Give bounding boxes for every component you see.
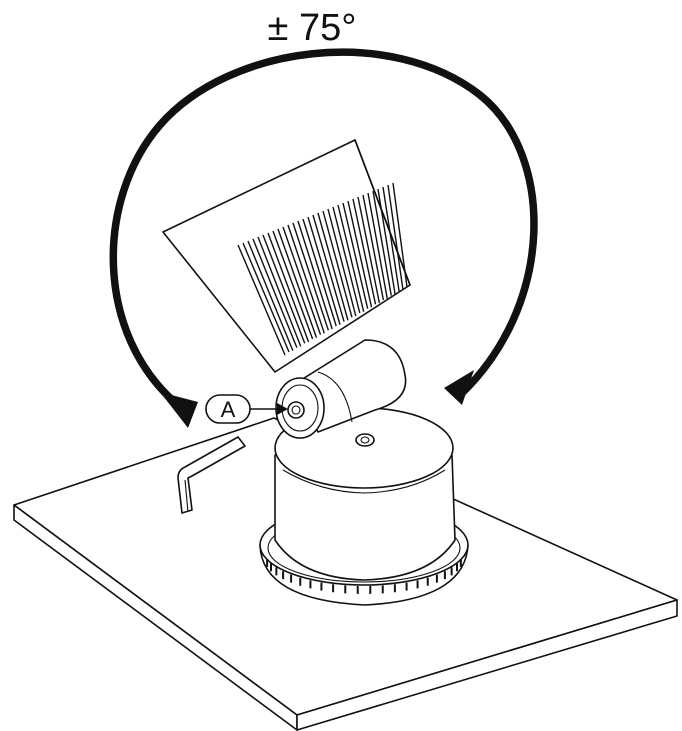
cooling-fin <box>287 222 329 334</box>
callout-a-letter: A <box>221 397 236 422</box>
cooling-fin <box>347 198 377 308</box>
cooling-fin <box>237 242 290 356</box>
left-arrowhead <box>160 392 198 428</box>
ring-ticks <box>266 558 462 594</box>
right-arrowhead <box>444 370 474 405</box>
cooling-fin <box>277 226 322 338</box>
cooling-fin <box>267 230 314 343</box>
hex-key <box>177 436 246 514</box>
cooling-fins <box>237 182 408 356</box>
cooling-fin <box>257 234 306 347</box>
cooling-fin <box>357 194 385 304</box>
pivot-bolt <box>287 401 305 419</box>
cooling-fin <box>377 186 400 295</box>
cooling-fin <box>367 190 392 299</box>
cooling-fin <box>307 214 345 325</box>
mount-housing <box>259 407 469 606</box>
pivot-hinge <box>275 339 407 439</box>
callout-a: A <box>205 394 288 424</box>
cooling-fin <box>337 202 369 312</box>
cooling-fin <box>327 206 361 317</box>
rotation-arc <box>109 48 538 428</box>
top-screw <box>355 433 375 447</box>
cooling-fin <box>387 182 408 291</box>
cooling-fin <box>247 238 298 351</box>
cooling-fin <box>297 218 337 330</box>
light-head <box>162 139 411 373</box>
rotation-angle-label: ± 75° <box>268 7 357 49</box>
cooling-fin <box>317 210 353 321</box>
